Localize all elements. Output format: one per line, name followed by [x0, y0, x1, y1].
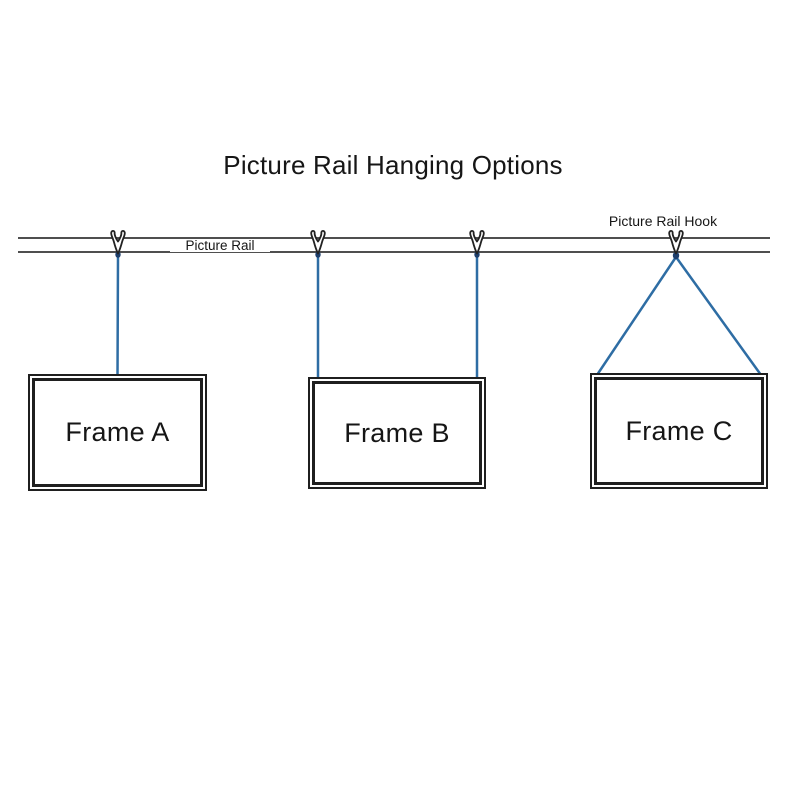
frame-a-inner-border: Frame A — [32, 378, 203, 487]
picture-rail-hook-icon — [310, 229, 326, 258]
frame-c: Frame C — [590, 373, 768, 489]
frame-c-inner-border: Frame C — [594, 377, 764, 485]
hanging-wire-frame-a — [116, 253, 120, 378]
picture-rail-hook-icon — [668, 229, 684, 260]
picture-rail-hook-label: Picture Rail Hook — [608, 213, 718, 229]
frame-b: Frame B — [308, 377, 486, 489]
picture-rail-hook-icon — [110, 229, 126, 258]
hanging-wire-frame-c-left — [595, 255, 678, 377]
diagram-title: Picture Rail Hanging Options — [223, 150, 563, 180]
frame-b-inner-border: Frame B — [312, 381, 482, 485]
picture-rail-label: Picture Rail — [170, 239, 270, 252]
frame-label: Frame B — [344, 417, 450, 448]
hanging-wire-frame-c-right — [674, 255, 763, 377]
picture-rail-hook-icon — [469, 229, 485, 258]
frame-label: Frame C — [625, 415, 733, 446]
frame-a: Frame A — [28, 374, 207, 491]
frame-label: Frame A — [65, 417, 170, 447]
